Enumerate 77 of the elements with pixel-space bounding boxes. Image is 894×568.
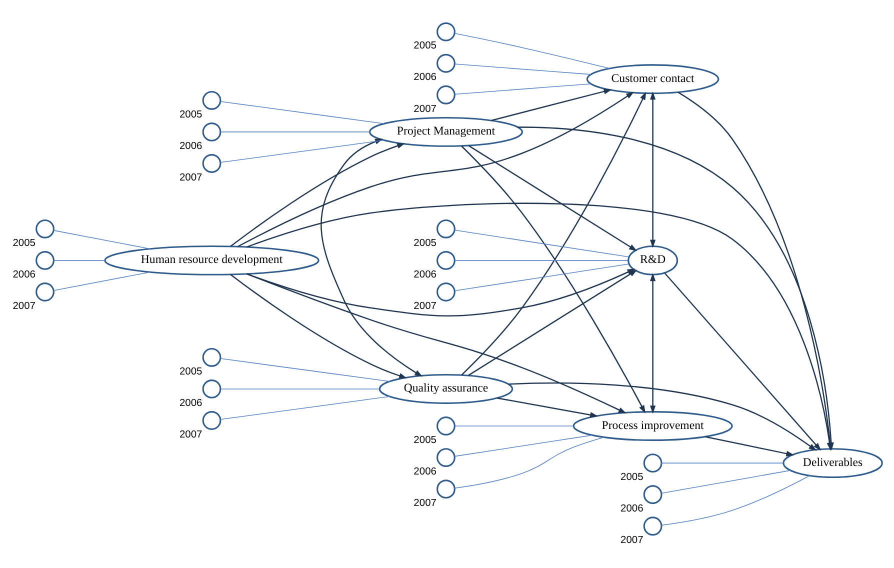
node-label: 2005 [179,366,202,377]
node-label: 2006 [179,140,202,152]
node-circle [436,282,456,301]
node-label: 2007 [414,103,436,114]
connector [661,462,784,463]
connector [661,470,791,494]
node-label: 2007 [620,534,644,546]
node-ellipse: Project Management [368,116,523,146]
arrow [230,142,406,246]
node-circle [436,53,456,72]
node-circle [36,250,54,270]
node-label: 2005 [179,108,202,120]
connector [454,436,604,488]
arrow [237,91,634,247]
node-label: 2006 [12,268,36,280]
arrow [461,145,646,413]
node-label: 2005 [12,237,36,248]
node-circle [436,218,456,238]
node-label: 2006 [620,502,644,514]
node-circle [436,479,456,498]
node-circle [202,122,222,141]
node-circle [436,250,456,270]
connector [220,396,390,420]
node-circle [36,282,54,301]
connector [454,229,630,257]
node-circle [436,84,456,104]
node-circle [643,453,662,472]
node-label: 2007 [12,300,36,312]
arrow [650,272,656,414]
connector [454,63,592,74]
node-label: 2007 [414,300,436,312]
connector [454,82,592,94]
arrow [664,272,822,450]
connector [454,434,593,456]
arrow [705,436,794,456]
node-circle [202,410,222,430]
node-label: 2007 [179,428,202,440]
node-circle [436,416,456,435]
node-circle [202,90,222,110]
connector [454,32,610,68]
node-label: 2005 [414,237,436,248]
arrow [461,91,646,375]
node-circle [436,22,456,41]
arrow [491,88,612,121]
arrow [650,91,656,248]
arrow [508,382,817,450]
connector [53,271,150,290]
connector [220,388,380,389]
node-circle [202,154,222,172]
node-label: 2006 [414,466,436,477]
node-circle [202,379,222,398]
arrow [230,273,408,378]
node-circle [202,347,222,366]
connector [454,263,630,291]
node-label: 2005 [620,471,644,482]
node-circle [643,516,662,536]
connector [661,474,810,526]
node-ellipse: Deliverables [782,448,883,478]
connector [220,100,384,124]
node-label: 2006 [414,72,436,83]
connector [454,425,574,426]
node-circle [436,448,456,466]
arrow [468,144,638,251]
node-circle [643,484,662,504]
node-label: 2007 [414,497,436,508]
connector [53,230,150,249]
node-label: 2005 [414,434,436,446]
node-circle [36,218,54,238]
connector [220,358,390,382]
arrow [497,396,598,418]
node-label: 2006 [414,268,436,280]
arrow [246,272,626,413]
connector [220,131,370,132]
node-label: 2007 [179,172,202,183]
node-label: 2005 [414,40,436,52]
node-ellipse: Human resource development [104,244,320,275]
node-label: 2006 [179,397,202,408]
